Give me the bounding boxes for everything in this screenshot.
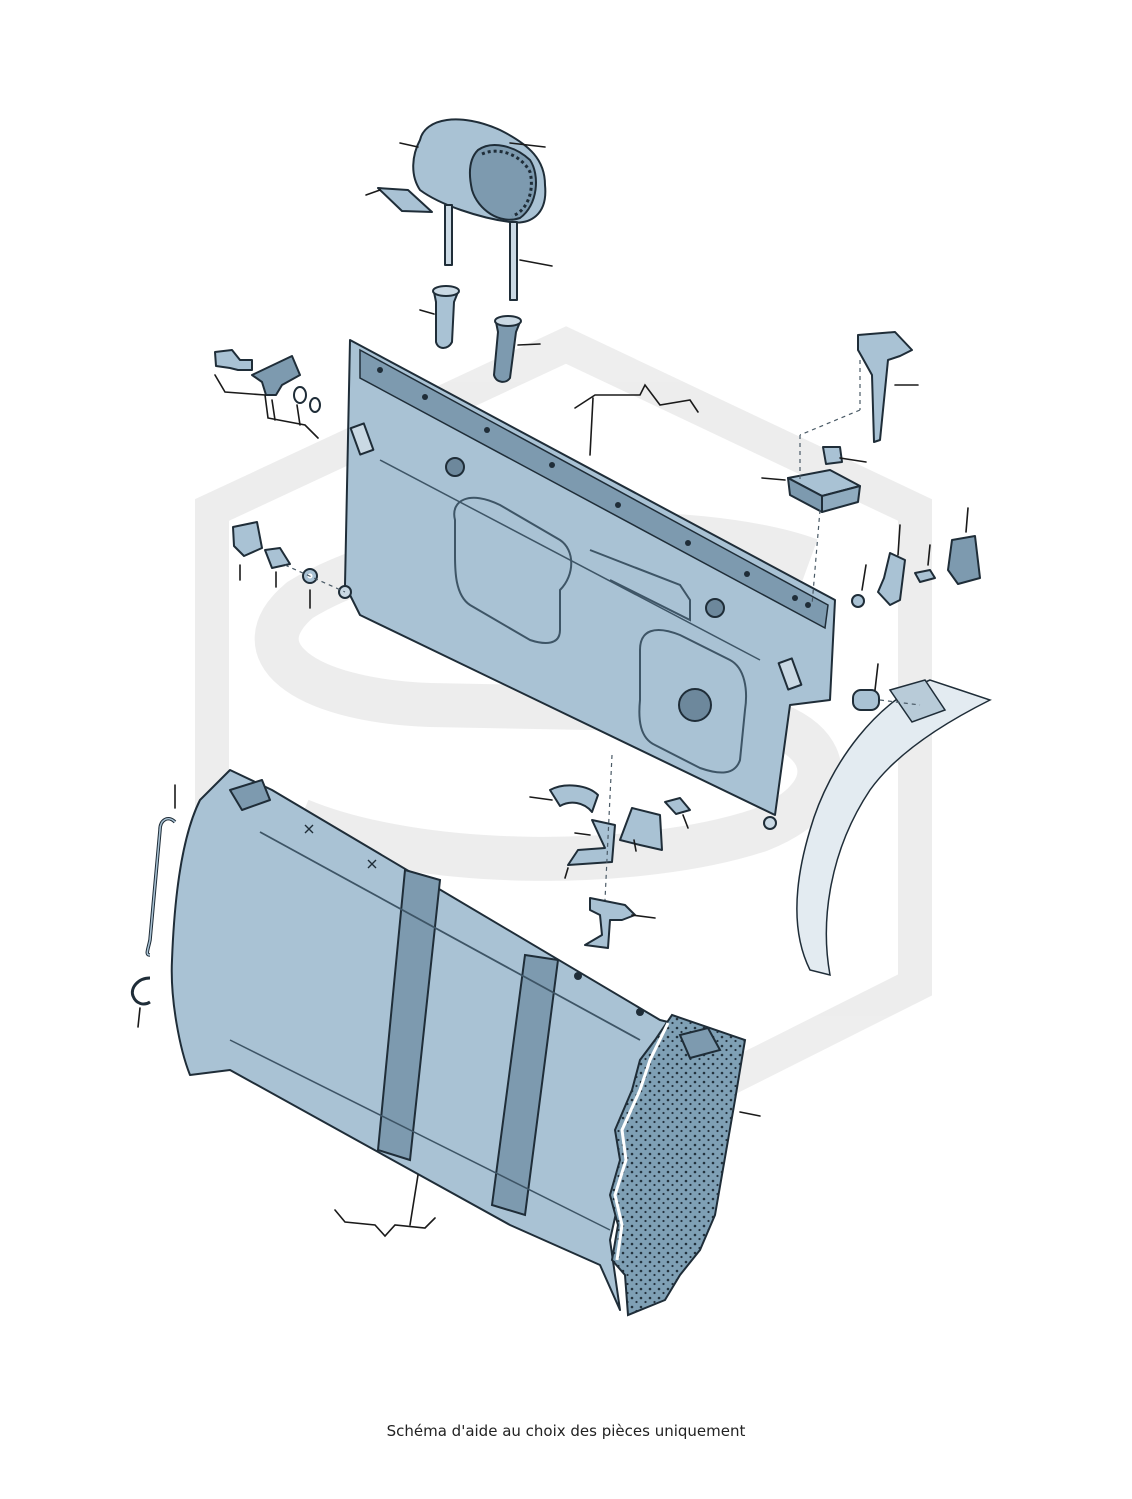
screw-center-icon[interactable] [664,797,691,815]
hinge-pin-icon[interactable] [214,349,253,371]
clip-icon[interactable] [822,446,843,465]
headrest-guide-left-icon[interactable] [432,285,460,349]
cable-clip-icon[interactable] [549,784,599,813]
callout-leader-lines [137,142,969,1238]
seat-foam-cutaway-icon [608,1013,747,1317]
headrest-guide-right-icon[interactable] [493,315,522,383]
screw-left-icon[interactable] [264,547,291,569]
spring-washer-icon[interactable] [293,386,321,413]
assembly-lines [284,360,921,901]
c-clip-icon[interactable] [130,976,151,1006]
lock-housing-icon[interactable] [787,469,861,513]
rear-seat-backrest-panel-icon[interactable] [338,339,836,830]
body-panel-fragment-icon [796,679,992,977]
bump-stop-icon[interactable] [852,689,880,711]
screw-right-icon[interactable] [914,569,936,583]
lock-bracket-icon[interactable] [877,552,906,606]
hinge-lever-icon[interactable] [251,355,301,396]
bracket-plate-icon[interactable] [567,807,663,866]
release-handle-icon[interactable] [857,331,913,443]
washer-right-icon[interactable] [851,594,865,608]
bushing-icon[interactable] [232,521,263,557]
diagram-caption: Schéma d'aide au choix des pièces unique… [386,1422,746,1440]
seat-cushion-icon[interactable] [170,769,701,1311]
cover-cap-icon[interactable] [947,535,981,585]
retainer-pin-icon[interactable] [584,897,636,949]
tension-wire-icon[interactable] [145,817,177,957]
headrest-icon[interactable] [412,118,547,301]
label-strip-icon [377,187,433,213]
